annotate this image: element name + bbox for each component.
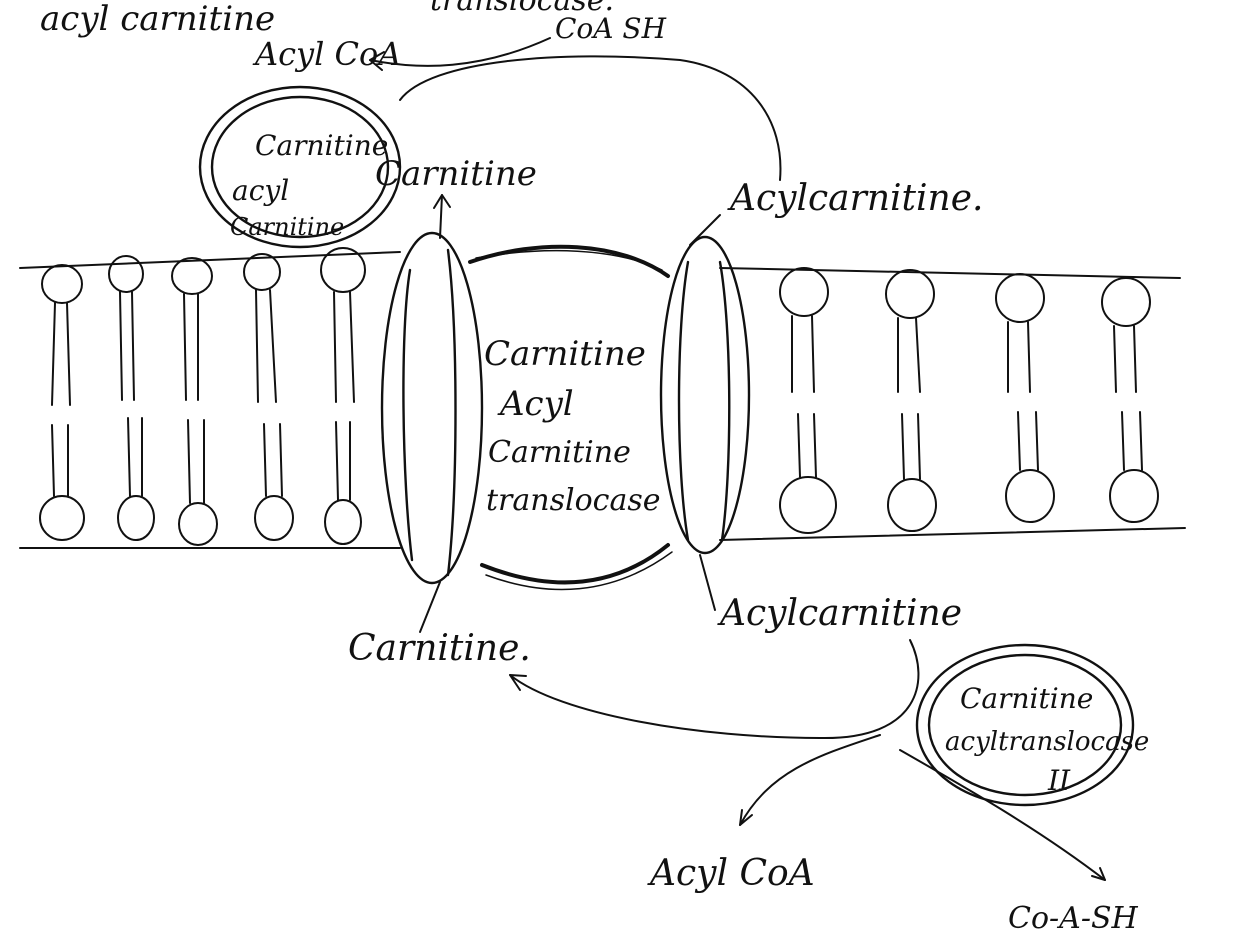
- phospholipid: [109, 256, 154, 540]
- to-coash-arrow: [900, 750, 1105, 880]
- bottom-loop-arrow: [510, 640, 918, 738]
- phospholipid: [886, 270, 936, 531]
- phospholipids-left: [40, 248, 365, 545]
- enzyme-two-circle: [917, 645, 1133, 805]
- to-acyl-coa-arrow: [740, 735, 880, 825]
- label-translocase-line-1: Carnitine: [484, 334, 646, 374]
- label-coash-top: CoA SH: [555, 12, 667, 45]
- phospholipids-right: [780, 268, 1158, 533]
- phospholipid: [40, 265, 84, 540]
- label-enzyme-one-line-2: acyl: [232, 174, 289, 207]
- phospholipid: [1102, 278, 1158, 522]
- carnitine-up-arrow: [440, 195, 442, 238]
- label-enzyme-two-line-2: acyltranslocase: [945, 727, 1149, 757]
- translocase-right-lobe: [661, 237, 749, 553]
- label-carnitine-top: Carnitine: [375, 154, 537, 194]
- label-enzyme-two-line-3: II: [1047, 764, 1071, 797]
- label-translocase-line-3: Carnitine: [488, 435, 631, 470]
- phospholipid: [996, 274, 1054, 522]
- phospholipid: [244, 254, 293, 540]
- carnitine-bottom-link: [420, 582, 440, 632]
- label-enzyme-one-line-3: Carnitine: [230, 213, 344, 241]
- label-translocase-line-2: Acyl: [497, 384, 574, 424]
- phospholipid: [172, 258, 217, 545]
- label-acyl-coa-bottom: Acyl CoA: [647, 853, 815, 894]
- phospholipid: [321, 248, 365, 544]
- label-enzyme-two-line-1: Carnitine: [960, 682, 1093, 715]
- label-enzyme-one-line-1: Carnitine: [255, 129, 388, 162]
- acylcarnitine-bottom-link: [700, 555, 715, 610]
- label-acylcarnitine-bottom: Acylcarnitine: [717, 593, 962, 634]
- label-acyl-coa-top: Acyl CoA: [252, 35, 401, 73]
- label-carnitine-bottom: Carnitine.: [348, 628, 531, 669]
- label-coash-bottom: Co-A-SH: [1008, 901, 1139, 936]
- translocase-left-lobe: [382, 233, 482, 583]
- label-acylcarnitine-top: Acylcarnitine.: [727, 178, 983, 219]
- phospholipid: [780, 268, 836, 533]
- label-top-cut-left: acyl carnitine: [40, 0, 275, 39]
- label-translocase-line-4: translocase: [486, 483, 661, 518]
